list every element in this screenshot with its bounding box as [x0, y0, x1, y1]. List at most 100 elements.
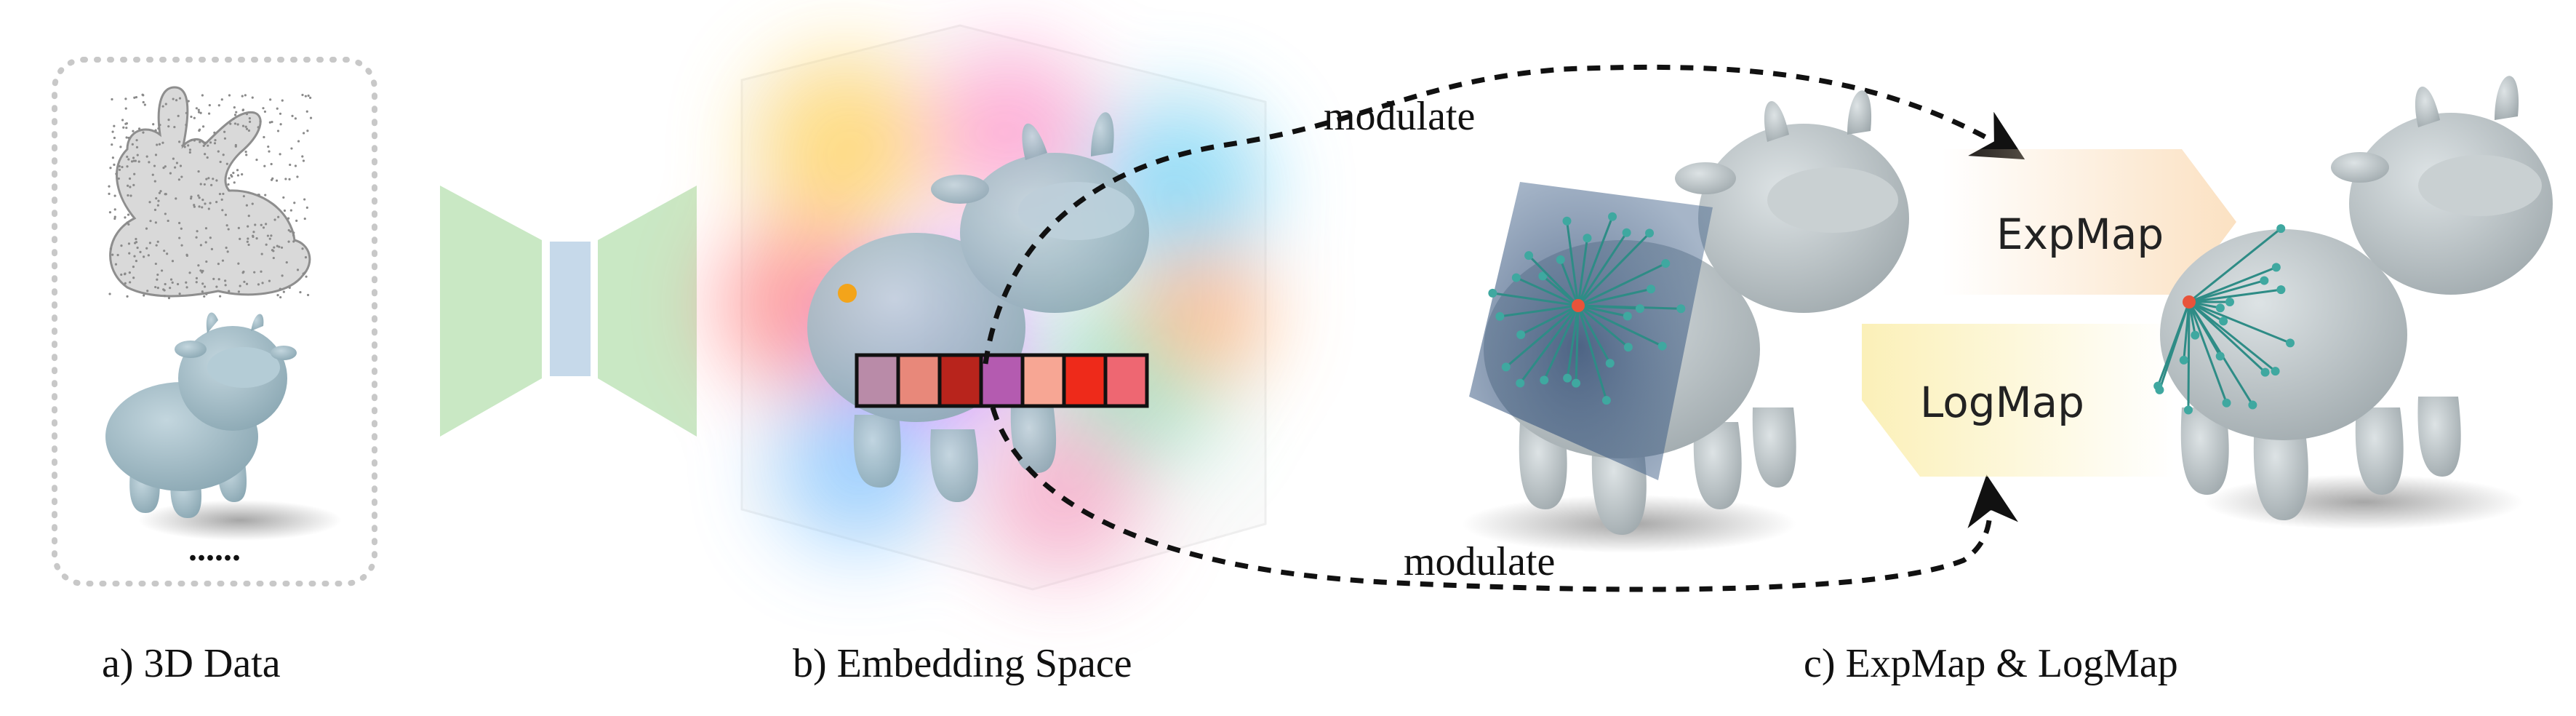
embedding-space-panel	[720, 25, 1265, 589]
point-sample	[185, 286, 188, 288]
point-sample	[197, 194, 199, 196]
point-sample	[305, 256, 307, 258]
point-sample	[193, 139, 196, 141]
point-sample	[177, 283, 179, 285]
point-sample	[217, 151, 220, 153]
expmap-logmap-panel: ExpMap LogMap	[1462, 76, 2553, 553]
point-sample	[185, 124, 187, 126]
logmap-label: LogMap	[1920, 378, 2084, 427]
vector-tip	[1512, 274, 1521, 282]
point-sample	[287, 241, 289, 243]
point-sample	[226, 163, 228, 165]
point-sample	[226, 224, 228, 226]
point-sample	[111, 143, 113, 146]
point-sample	[214, 139, 216, 141]
vector-tip	[1502, 362, 1511, 371]
point-sample	[237, 174, 239, 176]
point-sample	[157, 127, 159, 130]
point-sample	[188, 271, 191, 274]
point-sample	[118, 178, 120, 180]
point-sample	[135, 241, 137, 243]
point-sample	[245, 126, 247, 128]
data-panel: ......	[55, 60, 375, 584]
point-sample	[193, 204, 195, 206]
vector-tip	[1583, 234, 1591, 242]
vector-tip	[2191, 331, 2199, 340]
point-sample	[124, 123, 127, 125]
point-sample	[204, 153, 206, 155]
point-sample	[204, 141, 206, 143]
point-sample	[249, 117, 251, 119]
point-sample	[273, 257, 275, 259]
point-sample	[247, 244, 249, 246]
blue-cow-mesh	[105, 313, 342, 541]
point-sample	[267, 234, 269, 236]
point-sample	[169, 287, 171, 289]
point-sample	[198, 196, 200, 199]
point-sample	[201, 94, 204, 96]
point-sample	[263, 226, 265, 228]
point-sample	[248, 215, 250, 217]
point-sample	[187, 144, 189, 146]
point-sample	[149, 220, 151, 222]
point-sample	[209, 236, 212, 239]
point-sample	[239, 285, 241, 287]
point-sample	[112, 156, 114, 159]
point-sample	[255, 237, 257, 239]
point-sample	[135, 260, 137, 262]
point-sample	[153, 164, 156, 167]
vector-tip	[1572, 379, 1580, 388]
point-sample	[109, 167, 111, 169]
point-sample	[198, 109, 200, 111]
point-sample	[219, 295, 221, 298]
point-sample	[126, 221, 128, 223]
point-sample	[208, 112, 210, 114]
point-sample	[185, 282, 187, 284]
point-sample	[218, 104, 220, 106]
base-point	[1572, 299, 1585, 312]
point-sample	[116, 254, 119, 256]
point-sample	[165, 103, 167, 105]
point-sample	[132, 266, 135, 268]
point-sample	[205, 178, 207, 180]
point-sample	[135, 139, 137, 141]
point-sample	[126, 136, 128, 138]
point-sample	[143, 101, 145, 103]
point-sample	[180, 244, 183, 247]
point-sample	[258, 194, 260, 196]
point-sample	[120, 274, 122, 276]
point-sample	[126, 295, 128, 298]
point-sample	[281, 247, 283, 249]
point-sample	[301, 155, 303, 157]
point-sample	[276, 108, 279, 110]
point-sample	[221, 199, 223, 201]
point-sample	[201, 270, 204, 272]
point-sample	[213, 132, 215, 134]
point-sample	[155, 197, 157, 199]
point-sample	[269, 238, 271, 240]
point-sample	[120, 244, 122, 247]
point-sample	[271, 179, 273, 181]
point-sample	[119, 146, 121, 148]
point-sample	[276, 180, 278, 182]
point-sample	[111, 131, 113, 133]
point-sample	[179, 293, 181, 295]
point-sample	[211, 248, 213, 250]
point-sample	[119, 165, 121, 167]
point-sample	[124, 216, 126, 218]
vector-tip	[2219, 317, 2228, 325]
point-sample	[111, 98, 113, 100]
point-sample	[157, 287, 159, 289]
point-sample	[133, 97, 135, 99]
point-sample	[272, 250, 274, 252]
point-sample	[114, 208, 116, 210]
vector-tip	[2272, 263, 2281, 271]
point-sample	[270, 234, 272, 236]
point-sample	[127, 194, 129, 196]
point-sample	[225, 214, 227, 216]
point-sample	[232, 172, 234, 174]
point-sample	[132, 184, 135, 186]
point-sample	[203, 295, 205, 298]
point-sample	[193, 117, 196, 119]
